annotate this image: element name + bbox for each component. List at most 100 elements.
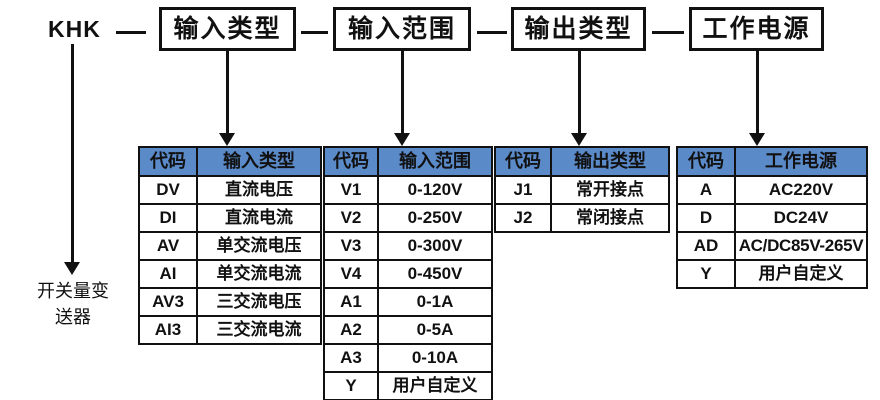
code-segment-label: 输入范围 xyxy=(347,14,456,43)
cell-value: 用户自定义 xyxy=(734,259,868,289)
product-caption-line-1: 开关量变 xyxy=(37,281,109,301)
cell-code: DI xyxy=(138,203,198,233)
cell-code: V1 xyxy=(323,175,379,205)
table-header-row: 代码 输出类型 xyxy=(494,146,670,177)
table-row: A3 0-10A xyxy=(323,343,493,373)
arrowhead-power-supply xyxy=(749,133,765,146)
table-header-row: 代码 输入类型 xyxy=(138,146,322,177)
code-segment-label: 工作电源 xyxy=(702,14,811,43)
cell-value: 三交流电流 xyxy=(196,315,322,345)
table-header-row: 代码 输入范围 xyxy=(323,146,493,177)
cell-value: 三交流电压 xyxy=(196,287,322,317)
table-row: V4 0-450V xyxy=(323,259,493,289)
connector-line-input-type xyxy=(226,51,229,139)
cell-value: AC220V xyxy=(734,175,868,205)
code-segment-label: 输入类型 xyxy=(173,14,282,43)
table-row: D DC24V xyxy=(676,203,868,233)
table-row: DI 直流电流 xyxy=(138,203,322,233)
table-row: AI3 三交流电流 xyxy=(138,315,322,345)
code-segment-label: 输出类型 xyxy=(524,14,633,43)
table-row: AI 单交流电流 xyxy=(138,259,322,289)
cell-value: 0-450V xyxy=(377,259,493,289)
cell-code: A3 xyxy=(323,343,379,373)
arrowhead-input-type xyxy=(219,133,235,146)
connector-line-input-range xyxy=(401,51,404,139)
cell-value: 直流电压 xyxy=(196,175,322,205)
connector-line-brand xyxy=(71,44,74,272)
table-row: Y 用户自定义 xyxy=(323,371,493,400)
column-header-code: 代码 xyxy=(138,146,198,177)
cell-code: A1 xyxy=(323,287,379,317)
table-input-range: 代码 输入范围 V1 0-120V V2 0-250V V3 0-300V V4… xyxy=(323,146,493,400)
table-row: Y 用户自定义 xyxy=(676,259,868,289)
cell-code: Y xyxy=(323,371,379,400)
cell-value: 0-300V xyxy=(377,231,493,261)
column-header-value: 工作电源 xyxy=(734,146,868,177)
cell-code: AD xyxy=(676,231,736,261)
cell-value: 常开接点 xyxy=(550,175,670,205)
column-header-value: 输出类型 xyxy=(550,146,670,177)
cell-code: A2 xyxy=(323,315,379,345)
cell-value: 0-250V xyxy=(377,203,493,233)
column-header-code: 代码 xyxy=(494,146,552,177)
table-row: AD AC/DC85V-265V xyxy=(676,231,868,261)
code-segment-power-supply[interactable]: 工作电源 xyxy=(689,7,824,51)
arrowhead-brand xyxy=(64,262,80,275)
separator-dash-2 xyxy=(301,31,328,34)
table-header-row: 代码 工作电源 xyxy=(676,146,868,177)
connector-line-output-type xyxy=(578,51,581,139)
cell-value: 0-1A xyxy=(377,287,493,317)
cell-code: AV xyxy=(138,231,198,261)
brand-label: KHK xyxy=(48,16,101,42)
column-header-value: 输入范围 xyxy=(377,146,493,177)
separator-dash-1 xyxy=(116,31,146,34)
arrowhead-input-range xyxy=(394,133,410,146)
arrowhead-output-type xyxy=(571,133,587,146)
table-row: J1 常开接点 xyxy=(494,175,670,205)
table-row: V1 0-120V xyxy=(323,175,493,205)
code-segment-input-type[interactable]: 输入类型 xyxy=(159,7,296,51)
table-row: A2 0-5A xyxy=(323,315,493,345)
cell-value: AC/DC85V-265V xyxy=(734,231,868,261)
cell-value: 0-5A xyxy=(377,315,493,345)
code-segment-input-range[interactable]: 输入范围 xyxy=(333,7,471,51)
connector-line-power-supply xyxy=(756,51,759,139)
cell-code: D xyxy=(676,203,736,233)
cell-code: Y xyxy=(676,259,736,289)
cell-value: DC24V xyxy=(734,203,868,233)
code-segment-output-type[interactable]: 输出类型 xyxy=(511,7,646,51)
cell-code: A xyxy=(676,175,736,205)
table-row: AV 单交流电压 xyxy=(138,231,322,261)
table-row: V3 0-300V xyxy=(323,231,493,261)
cell-code: AI3 xyxy=(138,315,198,345)
product-caption-line-2: 送器 xyxy=(55,307,91,328)
cell-value: 用户自定义 xyxy=(377,371,493,400)
cell-value: 单交流电压 xyxy=(196,231,322,261)
table-power-supply: 代码 工作电源 A AC220V D DC24V AD AC/DC85V-265… xyxy=(676,146,868,289)
column-header-code: 代码 xyxy=(323,146,379,177)
cell-code: V3 xyxy=(323,231,379,261)
table-row: V2 0-250V xyxy=(323,203,493,233)
column-header-code: 代码 xyxy=(676,146,736,177)
table-input-type: 代码 输入类型 DV 直流电压 DI 直流电流 AV 单交流电压 AI 单交流电… xyxy=(138,146,322,345)
table-row: A1 0-1A xyxy=(323,287,493,317)
cell-code: AV3 xyxy=(138,287,198,317)
cell-value: 常闭接点 xyxy=(550,203,670,233)
cell-code: J2 xyxy=(494,203,552,233)
cell-value: 0-10A xyxy=(377,343,493,373)
table-row: AV3 三交流电压 xyxy=(138,287,322,317)
table-row: J2 常闭接点 xyxy=(494,203,670,233)
table-row: A AC220V xyxy=(676,175,868,205)
column-header-value: 输入类型 xyxy=(196,146,322,177)
separator-dash-3 xyxy=(477,31,507,34)
cell-code: V4 xyxy=(323,259,379,289)
cell-code: DV xyxy=(138,175,198,205)
table-output-type: 代码 输出类型 J1 常开接点 J2 常闭接点 xyxy=(494,146,670,233)
cell-code: J1 xyxy=(494,175,552,205)
cell-value: 单交流电流 xyxy=(196,259,322,289)
table-row: DV 直流电压 xyxy=(138,175,322,205)
separator-dash-4 xyxy=(652,31,684,34)
cell-value: 0-120V xyxy=(377,175,493,205)
cell-value: 直流电流 xyxy=(196,203,322,233)
